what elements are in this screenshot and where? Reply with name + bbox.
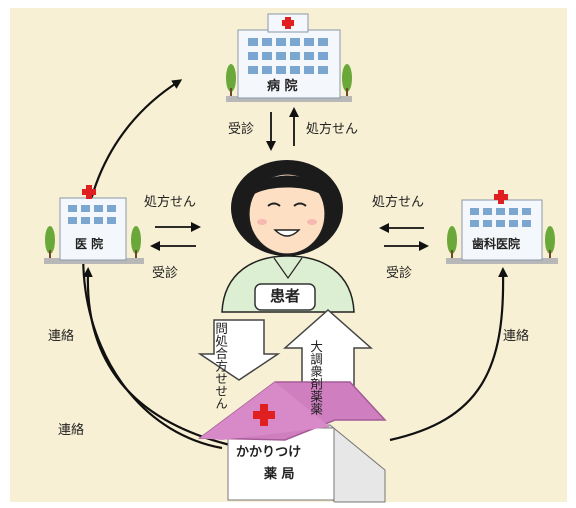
contact-label-clinic: 連絡 [48,329,75,344]
hospital-prescription-label: 処方せん [306,122,359,137]
contact-curve-to-dental [389,267,509,442]
inquiry-arrow [197,319,281,381]
patient-label: 患者 [270,287,301,305]
dental-label: 歯科医院 [472,237,521,251]
contact-curve-to-hospital [82,79,223,450]
clinic-visit-label: 受診 [152,266,179,281]
pharmacy-label-line2: 薬 局 [264,467,295,482]
patient-label-box [254,283,316,311]
clinic-building [44,185,144,264]
dispense-arrow-text: 大調衆剤薬薬 [308,340,324,415]
hospital-building [226,13,352,102]
clinic-prescription-label: 処方せん [144,195,197,210]
contact-curve-to-clinic [82,267,231,447]
contact-label-dental: 連絡 [503,329,530,344]
dental-prescription-label: 処方せん [372,195,425,210]
contact-label-hospital: 連絡 [58,423,85,438]
pharmacy-label-line1: かかりつけ [236,445,302,460]
hospital-label: 病 院 [267,79,298,94]
inquiry-arrow-text: 問処合方せせん [213,322,228,410]
pharmacy-building [197,381,387,503]
dental-building [446,190,558,264]
dental-visit-label: 受診 [386,266,413,281]
clinic-label: 医 院 [75,237,104,251]
hospital-visit-label: 受診 [228,122,255,137]
